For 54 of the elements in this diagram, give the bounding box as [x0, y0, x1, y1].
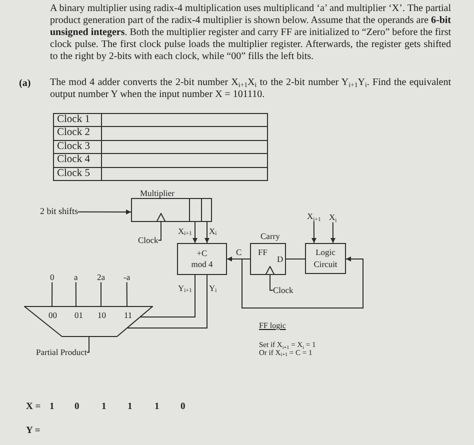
arrow — [192, 222, 198, 244]
flip-flop-label: FF — [258, 248, 268, 258]
wire — [86, 336, 90, 353]
port-label: D — [277, 255, 284, 264]
row-header: Clock 1 — [53, 113, 102, 128]
select-code: 00 — [48, 311, 57, 320]
input-label: 2a — [97, 273, 106, 282]
answer-prompt: Y = — [26, 426, 40, 436]
wire — [127, 274, 208, 328]
arrow — [311, 220, 316, 244]
edge-label: Y$_{i+1}$ — [178, 284, 192, 293]
arrow — [265, 266, 275, 291]
bit-value: 0 — [180, 402, 186, 412]
input-label: 0 — [50, 273, 54, 282]
question-text: A binary multiplier using radix-4 multiplication uses multiplicand ‘a’ and multiplier ‘X’. The partial product generation part of the radix-4 multiplier is shown below. Assume that the operands are 6-bit unsigned integers. Both the multiplier register and carry FF are initialized to “Zero” before the first clock pulse. The first clock pulse loads the multiplier register. Afterwards, the register gets shifted to the right by 2-bits with each clock, while “00” fills the left bits. — [50, 3, 451, 63]
adder-block: +C mod 4 — [177, 243, 227, 275]
input-label: 2 bit shifts — [40, 207, 78, 217]
wire — [140, 274, 196, 318]
edge-label: X$_{i}$ — [209, 226, 217, 236]
output-label: Partial Product — [36, 348, 87, 357]
question-text: The mod 4 adder converts the 2-bit number X$_{i+1}$X$_{i}$ to the 2-bit number Y$_{i+1}$Y$_{i}$. Find the equivalent output number Y when the input number X = 101110. — [50, 77, 451, 101]
signal-label: X$_{i}$ — [329, 213, 337, 222]
select-code: 01 — [74, 311, 83, 320]
clock-label: Clock — [273, 286, 294, 295]
arrow — [204, 222, 210, 244]
wire — [100, 282, 102, 306]
bit-value: 1 — [50, 402, 54, 412]
edge-label: C — [236, 248, 242, 257]
row-header: Clock 5 — [53, 166, 102, 181]
bit-value: 1 — [128, 402, 132, 412]
arrow — [242, 256, 364, 308]
logic-block: Logic Circuit — [305, 243, 346, 274]
wire — [52, 282, 53, 306]
part-label: (a) — [19, 78, 31, 89]
select-code: 11 — [124, 311, 132, 320]
wire — [286, 258, 306, 260]
equation-label: X = — [26, 402, 41, 412]
edge-label: X$_{i+1}$ — [178, 226, 192, 236]
signal-label: X$_{i+1}$ — [307, 212, 321, 222]
bit-value: 1 — [102, 402, 106, 412]
flip-flop-label: Carry — [260, 232, 280, 242]
wire — [75, 282, 76, 306]
arrow — [330, 222, 336, 244]
note-heading: FF logic — [259, 322, 286, 331]
bit-value: 1 — [154, 402, 160, 412]
input-label: a — [74, 273, 78, 282]
arrow — [78, 210, 132, 214]
bit-value: 0 — [74, 402, 80, 412]
select-code: 10 — [98, 311, 106, 320]
edge-label: Y$_{i}$ — [209, 284, 217, 293]
register-label: Multiplier — [140, 189, 174, 198]
clock-label: Clock — [138, 236, 158, 245]
input-label: -a — [124, 273, 130, 282]
wire — [126, 282, 128, 306]
